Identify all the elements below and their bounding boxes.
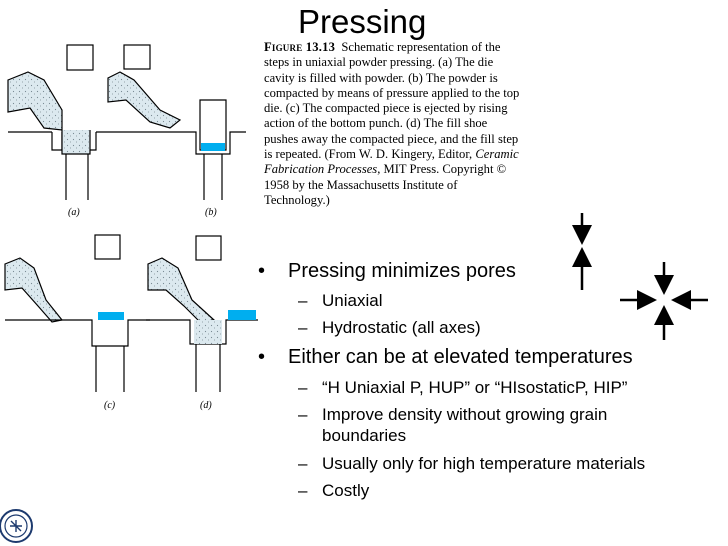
bullet-dot: • <box>258 260 266 282</box>
bullet-dot: • <box>258 346 266 368</box>
bullet-2-text: Either can be at elevated temperatures <box>288 346 633 368</box>
dash: – <box>298 291 308 310</box>
caption-book-title: Ceramic Fabrication Processes <box>264 147 519 177</box>
panel-label-a: (a) <box>68 207 80 218</box>
dash: – <box>298 405 308 424</box>
panel-c <box>4 234 150 392</box>
sub-bullet-1-2-text: Hydrostatic (all axes) <box>322 318 481 337</box>
dash: – <box>298 318 308 337</box>
compact-piece-c <box>98 312 124 320</box>
panel-label-b: (b) <box>205 207 217 218</box>
sub-bullet-2-4-text: Costly <box>322 481 370 500</box>
figure-caption: Figure 13.13 Schematic representation of… <box>264 40 524 208</box>
dash: – <box>298 454 308 473</box>
panel-b <box>107 44 246 200</box>
figure-label: Figure 13.13 <box>264 40 336 54</box>
panel-label-c: (c) <box>104 400 116 411</box>
panel-label-d: (d) <box>200 400 212 411</box>
dash: – <box>298 481 308 500</box>
hydrostatic-arrows <box>620 262 708 340</box>
sub-bullet-2-2-text: Improve density without growing grain bo… <box>322 405 608 445</box>
compact-piece-b <box>201 143 225 151</box>
bullet-1-text: Pressing minimizes pores <box>288 260 516 282</box>
slide-title: Pressing <box>298 3 427 40</box>
university-seal-logo <box>0 509 33 543</box>
dash: – <box>298 378 308 397</box>
compact-piece-d <box>228 310 256 320</box>
caption-text-2: , MIT Press. Copyright © 1958 by the Mas… <box>264 162 507 207</box>
sub-bullet-2-3-text: Usually only for high temperature materi… <box>322 454 646 473</box>
sub-bullet-2-1-text: “H Uniaxial P, HUP” or “HIsostaticP, HIP… <box>322 378 628 397</box>
panel-d <box>146 235 258 392</box>
caption-text-1: Schematic representation of the steps in… <box>264 40 520 162</box>
panel-a <box>7 44 160 200</box>
sub-bullet-1-1-text: Uniaxial <box>322 291 383 310</box>
